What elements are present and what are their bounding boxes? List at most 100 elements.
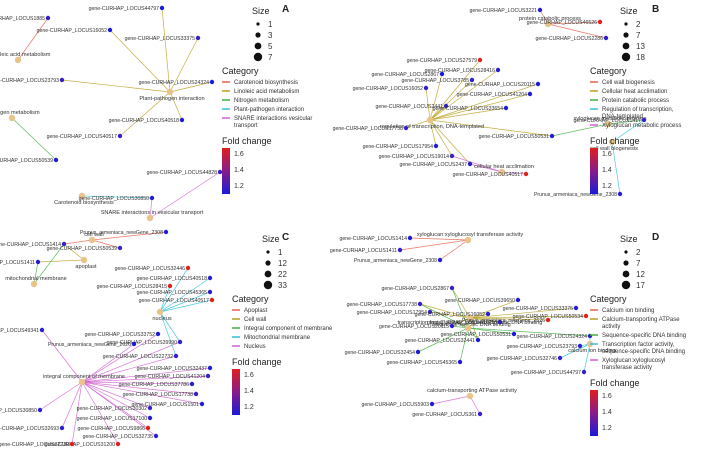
network-edge	[63, 243, 85, 261]
gene-node	[545, 317, 551, 323]
category-legend-label: Cell wall	[244, 317, 266, 323]
gene-node	[195, 35, 201, 41]
gene-label: gene-CURHAP_LOCUS44797	[511, 370, 581, 376]
gene-node	[557, 355, 563, 361]
network-edge	[469, 163, 503, 173]
gene-node	[583, 313, 589, 319]
network-edge	[119, 91, 171, 137]
size-legend-value: 13	[636, 42, 645, 51]
gene-node	[407, 235, 413, 241]
gene-label: gene-CURHAP_LOCUS2441	[376, 104, 444, 110]
network-edge	[41, 329, 83, 383]
gene-label: gene-CURHAP_LOCUS1417	[574, 118, 642, 124]
size-legend-title: Size	[262, 234, 280, 244]
network-edge	[71, 381, 83, 445]
size-legend-dot	[622, 270, 630, 278]
category-legend-label: sequence-specific DNA binding	[602, 349, 685, 355]
network-edge	[607, 119, 645, 125]
network-edge	[429, 107, 507, 121]
network-edge	[81, 381, 119, 445]
gene-label: gene-CURHAP_LOCUS32437	[137, 366, 207, 372]
network-edge	[159, 291, 211, 313]
fold-change-tick: 1.4	[244, 388, 254, 395]
gene-label: gene-CURHAP_LOCUS39990	[107, 340, 177, 346]
gene-label: gene-CURHAP_LOCUS40517	[47, 134, 117, 140]
category-legend-label: Cellular heat acclimation	[602, 89, 667, 95]
gene-label: gene-CURHAP_LOCUS17954	[363, 144, 433, 150]
gene-label: gene-CURHAP_LOCUS40518	[137, 276, 207, 282]
network-edge	[109, 29, 171, 93]
gene-label: gene-CURHAP_LOCUS16052	[353, 86, 423, 92]
category-legend-label: Apoplast	[244, 308, 268, 314]
category-legend-label: Xyloglucan:xyloglucosyl	[602, 358, 665, 364]
gene-node	[149, 195, 155, 201]
size-legend-dot	[265, 260, 271, 266]
gene-label: gene-CURHAP_LOCUS27579	[407, 58, 477, 64]
gene-node	[439, 71, 445, 77]
network-edge	[469, 317, 479, 341]
gene-node	[69, 441, 75, 447]
gene-label: gene-CURHAP_LOCUS1414	[0, 242, 61, 248]
category-legend-label: Nucleus	[244, 344, 266, 350]
hub-label: cell wall	[84, 232, 104, 238]
network-edge	[429, 105, 447, 121]
network-edge	[429, 119, 437, 147]
gene-node	[515, 297, 521, 303]
edges	[11, 7, 221, 219]
hub-label: calcium ion binding	[568, 348, 616, 354]
fold-change-tick: 1.4	[234, 167, 244, 174]
network-edge	[467, 327, 591, 337]
gene-node	[145, 425, 151, 431]
network-edge	[159, 311, 181, 343]
gene-label: gene-CURHAP_LOCUS10116	[427, 320, 497, 326]
panel-letter: A	[282, 4, 289, 15]
fold-change-tick: 1.6	[602, 393, 612, 400]
network-edge	[81, 375, 209, 383]
gene-node	[159, 5, 165, 11]
network-edge	[429, 69, 499, 121]
gene-node	[443, 103, 449, 109]
size-legend-dot	[266, 250, 270, 254]
network-edge	[469, 299, 519, 319]
network-edge	[81, 381, 151, 419]
gene-label: gene-CURHAP_LOCUS31200	[45, 442, 115, 448]
fold-change-colorbar	[232, 369, 240, 415]
gene-label: gene-CURHAP_LOCUS17738	[333, 126, 403, 132]
network-edge	[583, 343, 591, 373]
network-edge	[161, 7, 171, 93]
gene-node	[147, 405, 153, 411]
gene-node	[173, 353, 179, 359]
gene-label: gene-CURHAP_LOCUS39650	[445, 298, 515, 304]
category-legend-title: Category	[590, 294, 627, 304]
gene-node	[597, 19, 603, 25]
size-legend-dot	[621, 280, 631, 290]
category-legend-label: SNARE interactions vesicular	[234, 116, 312, 122]
size-legend-value: 7	[636, 259, 641, 268]
gene-label: gene-CURHAP_LOCUS41204	[135, 374, 205, 380]
gene-node	[457, 359, 463, 365]
category-legend-title: Category	[232, 294, 269, 304]
gene-node	[207, 365, 213, 371]
gene-node	[189, 381, 195, 387]
gene-node	[117, 133, 123, 139]
gene-label: gene-CURHAP_LOCUS32693	[0, 426, 59, 432]
gene-label: Prunus_armeniaca_newGene_2308	[534, 192, 617, 198]
network-edge	[451, 155, 503, 173]
gene-node	[131, 341, 137, 347]
gene-label: gene-CURHAP_LOCUS30850	[79, 196, 149, 202]
hub-node	[166, 88, 174, 96]
gene-label: gene-CURHAP_LOCUS16052	[37, 28, 107, 34]
size-legend-dot	[622, 42, 630, 50]
category-legend-label: Protein catabolic process	[602, 98, 669, 104]
network-edge	[61, 381, 83, 429]
fold-change-tick: 1.2	[234, 183, 244, 190]
gene-label: gene-CURHAP_LOCUS3785	[402, 78, 470, 84]
network-edge	[81, 195, 153, 199]
gene-node	[581, 369, 587, 375]
size-legend-value: 12	[636, 270, 645, 279]
hub-label: Nitrogen metabolism	[0, 110, 40, 116]
fold-change-tick: 1.4	[602, 167, 612, 174]
hub-node	[426, 116, 434, 124]
